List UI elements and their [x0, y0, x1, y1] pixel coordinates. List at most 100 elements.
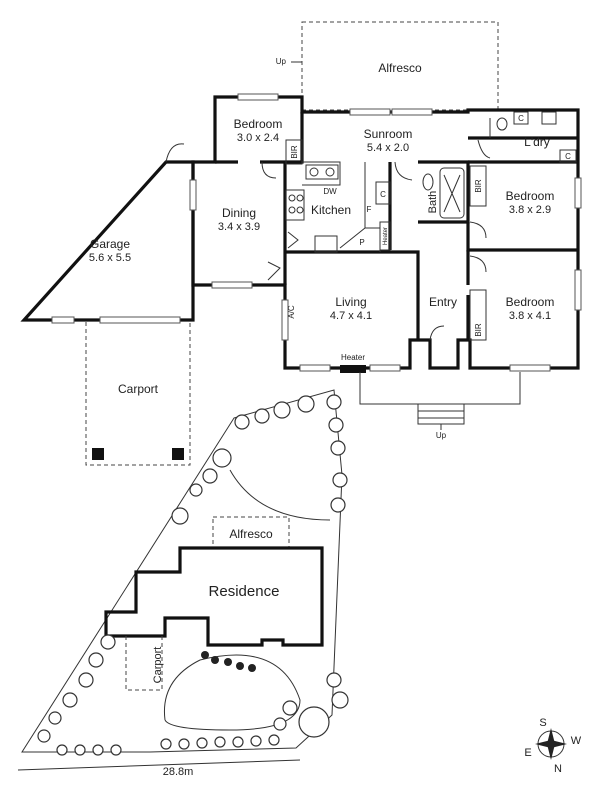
carport-name: Carport: [118, 382, 159, 396]
laundry-trough: [541, 111, 557, 125]
tree-icon: [297, 395, 315, 413]
tree-icon: [171, 507, 189, 525]
wall-bath: [418, 160, 470, 224]
tree-icon: [74, 744, 86, 756]
window-living-2: [369, 364, 401, 372]
frontage-label: 28.8m: [163, 766, 194, 778]
tree-icon: [212, 448, 232, 468]
tree-icon: [37, 729, 51, 743]
tree-icon: [92, 744, 104, 756]
frontage-dimension-line: [17, 759, 301, 771]
garage-window: [51, 316, 75, 324]
door-bath: [394, 161, 413, 181]
window-living-1: [299, 364, 331, 372]
tree-icon: [189, 483, 203, 497]
garage-walls: [20, 160, 195, 322]
compass-w: W: [571, 735, 582, 747]
window-bed2: [574, 177, 582, 209]
compass-e: E: [524, 747, 531, 759]
burner-icon: [296, 194, 304, 202]
tree-icon: [202, 468, 218, 484]
kitchen-sink: [305, 164, 339, 180]
site-alfresco-label: Alfresco: [229, 527, 273, 541]
shrub-icon: [224, 658, 232, 666]
residence-label: Residence: [209, 583, 280, 600]
tree-icon: [254, 408, 270, 424]
garage-dims: 5.6 x 5.5: [89, 252, 131, 264]
door-laundry: [477, 139, 491, 159]
tree-icon: [100, 634, 116, 650]
window-garage-dining: [189, 179, 197, 211]
kitchen-name: Kitchen: [311, 203, 351, 217]
tree-icon: [331, 691, 349, 709]
driveway-curve: [163, 654, 301, 731]
large-tree-icon: [298, 706, 330, 738]
tree-icon: [326, 672, 342, 688]
burner-icon: [288, 206, 296, 214]
door-dining-kitchen: [287, 231, 299, 249]
bedroom2-dims: 3.8 x 2.9: [509, 204, 551, 216]
living-dims: 4.7 x 4.1: [330, 310, 372, 322]
bir-bedroom2-label: BIR: [474, 179, 483, 193]
sunroom-name: Sunroom: [364, 127, 413, 141]
laundry-name: L'dry: [524, 135, 550, 149]
tree-icon: [250, 735, 262, 747]
bir-bedroom3-box: [469, 289, 487, 341]
ldry-cupboard-label-2: C: [565, 152, 571, 161]
window-bed3-front: [509, 364, 551, 372]
window-dining: [211, 281, 253, 289]
garage-door-swing: [165, 143, 185, 163]
door-bed3: [469, 255, 487, 273]
alfresco-up-label: Up: [276, 57, 287, 66]
tree-icon: [330, 497, 346, 513]
compass-rose: S W E N: [524, 717, 581, 775]
tree-icon: [56, 744, 68, 756]
compass-n: N: [554, 763, 562, 775]
bathtub: [439, 167, 465, 219]
window-bed3-side: [574, 269, 582, 311]
alfresco-name: Alfresco: [378, 61, 422, 75]
bath-name: Bath: [427, 191, 439, 214]
shower-screen: [443, 174, 461, 213]
pantry-label: P: [359, 238, 364, 247]
compass-s: S: [539, 717, 546, 729]
window-living-side: [281, 299, 289, 341]
tree-icon: [110, 744, 122, 756]
door-bed2: [469, 221, 487, 239]
kitchen-cupboard-label: C: [380, 190, 386, 199]
dining-dims: 3.4 x 3.9: [218, 221, 260, 233]
compass-needle-horizontal: [535, 740, 567, 748]
cooktop: [285, 189, 305, 221]
window-sunroom-1: [349, 108, 391, 116]
kitchen-cupboard: [375, 181, 391, 205]
tree-icon: [88, 652, 104, 668]
burner-icon: [296, 206, 304, 214]
front-steps: [417, 403, 465, 425]
tree-icon: [160, 738, 172, 750]
tree-icon: [48, 711, 62, 725]
residence-outline: [104, 546, 324, 647]
trees: [37, 394, 349, 756]
tree-icon: [178, 738, 190, 750]
tree-icon: [196, 737, 208, 749]
tree-icon: [326, 394, 342, 410]
ac-label: A/C: [287, 305, 296, 319]
bedroom3-dims: 3.8 x 4.1: [509, 310, 551, 322]
bedroom3-name: Bedroom: [506, 295, 555, 309]
shrub-icon: [248, 664, 256, 672]
tree-icon: [282, 700, 298, 716]
toilet-icon: [496, 117, 508, 131]
tree-icon: [214, 736, 226, 748]
bedroom2-name: Bedroom: [506, 189, 555, 203]
front-porch: [359, 372, 521, 405]
garage-door: [99, 316, 181, 324]
tree-icon: [328, 417, 344, 433]
ldry-cupboard-2: [559, 149, 577, 163]
tree-icon: [273, 717, 287, 731]
entry-name: Entry: [429, 295, 457, 309]
heater-living-box: [340, 365, 366, 373]
entry-up-label: Up: [436, 431, 447, 440]
shrub-icon: [236, 662, 244, 670]
bir-bedroom1-label: BIR: [290, 145, 299, 159]
